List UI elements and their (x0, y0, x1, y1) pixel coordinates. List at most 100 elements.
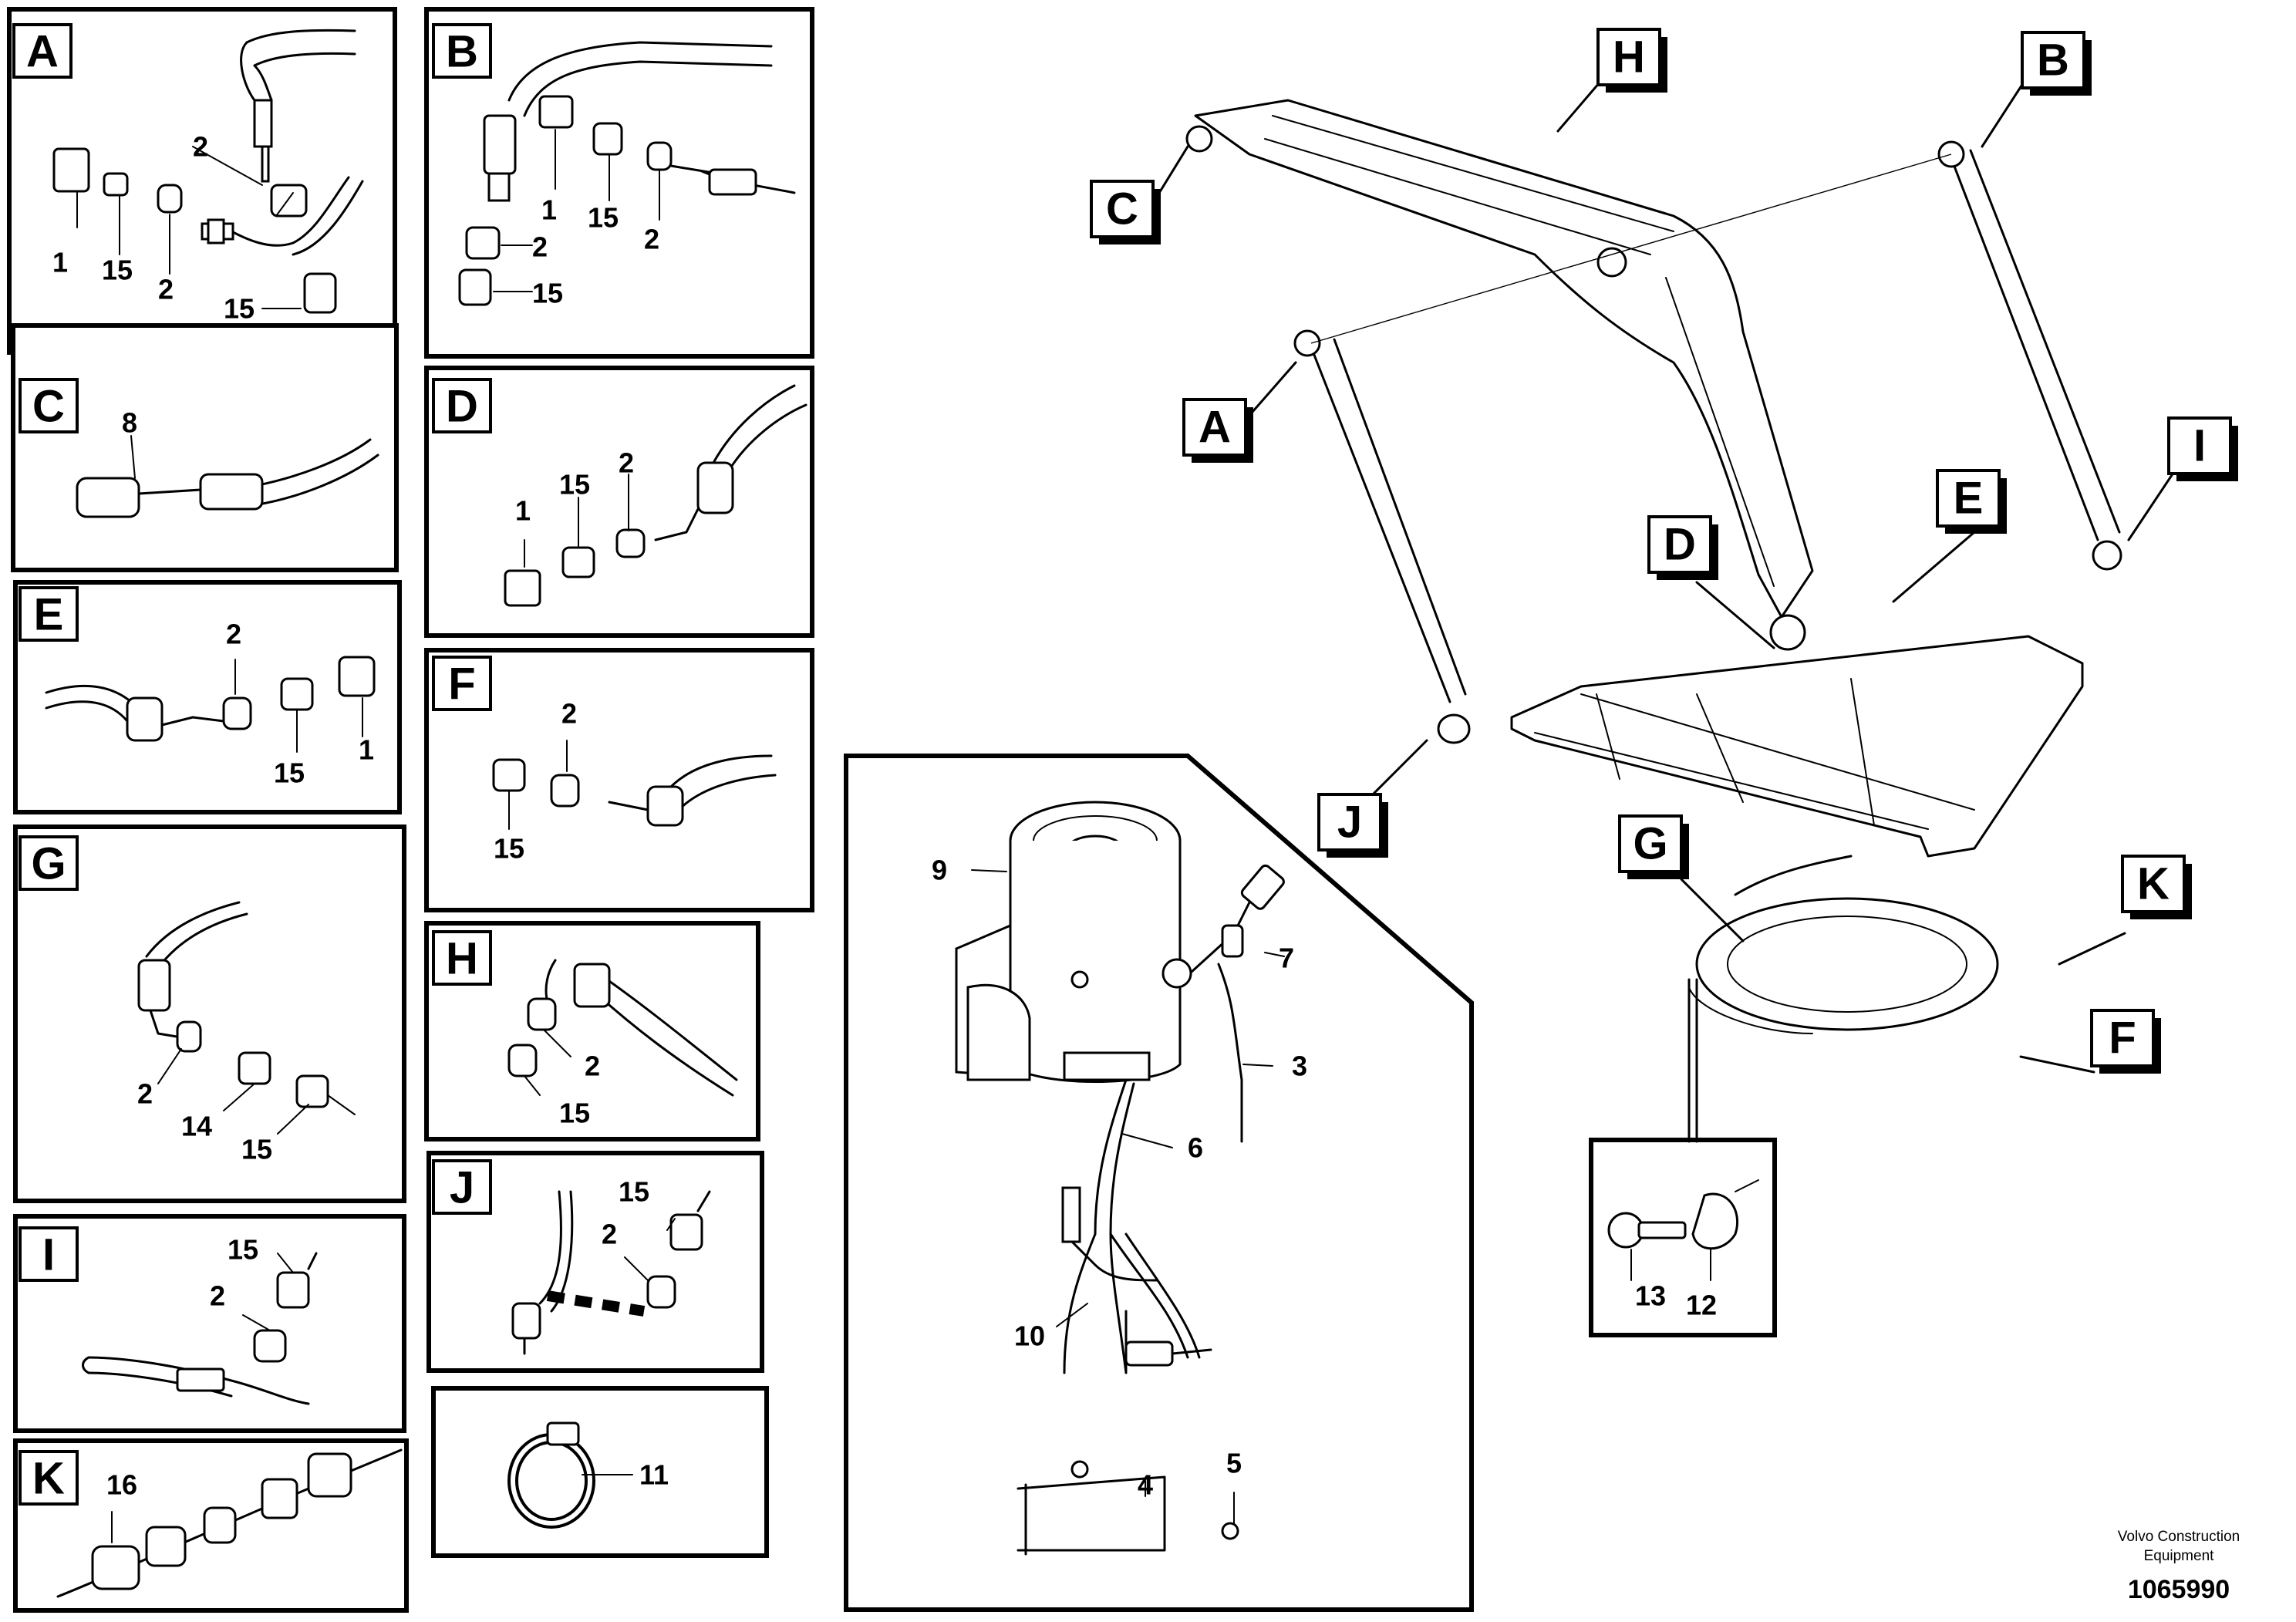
svg-text:K: K (32, 1454, 65, 1504)
panel-g (137, 901, 356, 1135)
label-f-2: 2 (561, 698, 577, 730)
label-lube-3: 3 (1292, 1050, 1307, 1082)
footer-maker2: Equipment (2144, 1548, 2215, 1564)
svg-text:J: J (450, 1163, 474, 1213)
panel-b (458, 41, 796, 306)
svg-text:A: A (1199, 403, 1231, 453)
label-lube-9: 9 (932, 855, 947, 886)
svg-text:C: C (1106, 184, 1138, 234)
label-lube-6: 6 (1188, 1132, 1203, 1164)
label-e-1: 1 (359, 734, 374, 766)
svg-text:H: H (1613, 32, 1645, 83)
panel-d (504, 384, 807, 607)
label-a-2a: 2 (193, 131, 208, 163)
label-j-2: 2 (602, 1219, 617, 1250)
lube-unit (955, 801, 1285, 1556)
panel-k (56, 1448, 403, 1598)
label-clamp-13: 13 (1635, 1280, 1666, 1312)
tag-f: F (432, 656, 492, 711)
tag-e: E (19, 586, 79, 642)
machine-tag-i: I (2167, 416, 2238, 481)
label-a-15: 15 (102, 255, 133, 286)
svg-text:A: A (26, 27, 59, 77)
svg-text:G: G (31, 839, 66, 889)
machine-tag-b: B (2021, 31, 2092, 96)
tag-h: H (432, 930, 492, 986)
footer: Volvo Construction Equipment 1065990 (2118, 1529, 2240, 1604)
footer-id: 1065990 (2128, 1575, 2230, 1604)
svg-text:E: E (34, 590, 64, 640)
label-g-15: 15 (241, 1134, 272, 1165)
panel-a (52, 29, 364, 314)
machine-tag-a: A (1182, 398, 1253, 463)
panel-h (507, 959, 738, 1097)
panel-e (45, 656, 376, 753)
label-f-15: 15 (494, 833, 524, 865)
svg-text:K: K (2137, 859, 2170, 909)
label-lube-7: 7 (1279, 943, 1294, 974)
label-lube-5: 5 (1226, 1448, 1242, 1479)
label-i-15: 15 (228, 1234, 258, 1266)
tag-g: G (19, 835, 79, 891)
svg-text:B: B (2037, 35, 2069, 86)
excavator-boom-assembly (1185, 99, 2122, 1281)
svg-text:F: F (2109, 1013, 2136, 1064)
machine-tag-g: G (1618, 814, 1689, 879)
svg-text:C: C (32, 382, 65, 432)
svg-text:H: H (446, 934, 478, 984)
label-clamp-12: 12 (1686, 1290, 1717, 1321)
label-a-2b: 2 (158, 274, 174, 305)
tag-k: K (19, 1450, 79, 1506)
label-b-1: 1 (541, 194, 557, 226)
svg-text:D: D (446, 382, 478, 432)
label-a-1: 1 (52, 247, 68, 278)
label-h-15: 15 (559, 1098, 590, 1129)
machine-tag-d: D (1647, 515, 1718, 580)
tag-a: A (12, 23, 72, 79)
label-lube-10: 10 (1014, 1320, 1045, 1352)
label-b-2b: 2 (532, 231, 548, 263)
machine-tag-c: C (1090, 180, 1161, 244)
part-labels: 1 15 2 2 15 1 15 2 2 15 8 1 15 2 2 15 1 … (52, 131, 1717, 1501)
svg-text:E: E (1954, 474, 1984, 524)
machine-tags: C H B A I E D J G K F (1090, 28, 2238, 1074)
panel-cable-tie (507, 1421, 633, 1529)
label-b-2: 2 (644, 224, 659, 255)
tag-d: D (432, 378, 492, 433)
label-i-2: 2 (210, 1280, 225, 1312)
svg-text:G: G (1633, 819, 1667, 869)
leader-lines (1155, 76, 2176, 1143)
tag-i: I (19, 1226, 79, 1282)
label-e-2: 2 (226, 619, 241, 650)
panel-f (492, 740, 777, 830)
label-j-15: 15 (619, 1176, 649, 1208)
panel-j (511, 1190, 711, 1355)
label-b-15b: 15 (532, 278, 563, 309)
label-lube-4: 4 (1138, 1469, 1153, 1501)
svg-text:F: F (448, 659, 475, 710)
tag-j: J (432, 1159, 492, 1215)
svg-text:I: I (2193, 421, 2206, 471)
tag-b: B (432, 23, 492, 79)
panel-tags: A B C D E F G H I J K (12, 23, 492, 1506)
svg-text:I: I (42, 1230, 55, 1280)
label-a-15b: 15 (224, 293, 255, 325)
label-k-16: 16 (106, 1469, 137, 1501)
machine-tag-k: K (2121, 855, 2192, 919)
tag-c: C (19, 378, 79, 433)
label-d-1: 1 (515, 495, 531, 527)
label-h-2: 2 (585, 1050, 600, 1082)
panel-i (82, 1252, 318, 1405)
label-g-2: 2 (137, 1078, 153, 1110)
label-d-2: 2 (619, 447, 634, 479)
panel-frames (7, 7, 1777, 1613)
label-b-15: 15 (588, 202, 619, 234)
label-e-15: 15 (274, 757, 305, 789)
svg-text:B: B (446, 27, 478, 77)
machine-tag-h: H (1596, 28, 1667, 93)
label-d-15: 15 (559, 469, 590, 501)
svg-text:D: D (1664, 520, 1696, 570)
panel-c (76, 435, 379, 518)
label-tie-11: 11 (639, 1459, 669, 1491)
